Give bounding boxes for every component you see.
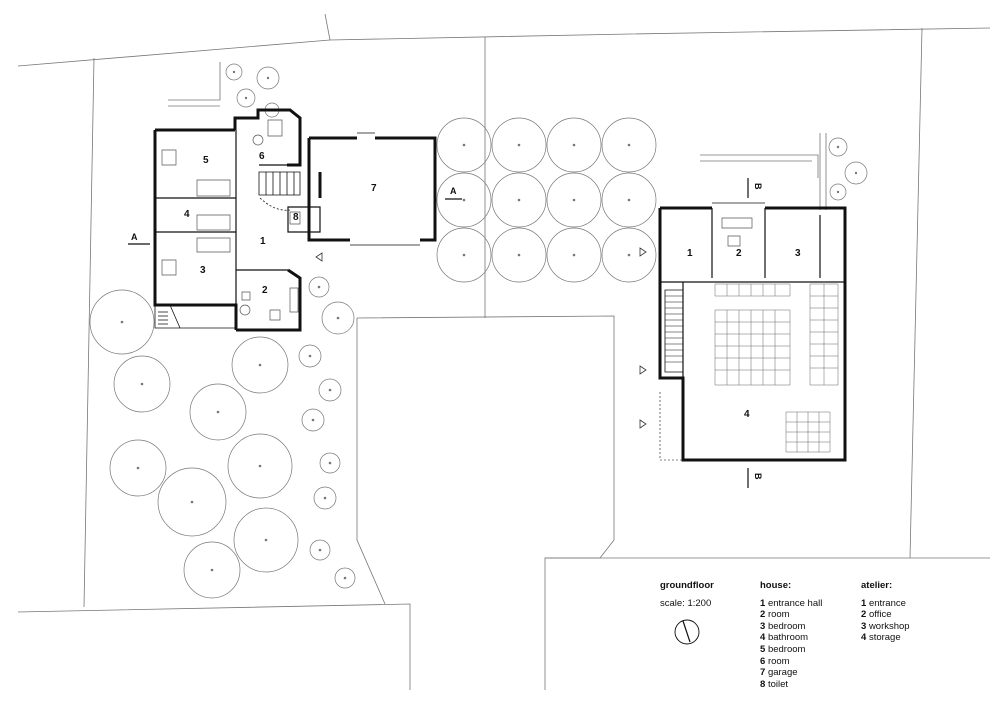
- legend-atelier: atelier: 1 entrance 2 office 3 workshop …: [861, 580, 910, 644]
- legend-house: house: 1 entrance hall 2 room 3 bedroom …: [760, 580, 822, 690]
- atelier-room-number-3: 3: [795, 248, 801, 259]
- trees: [89, 63, 868, 599]
- house-room-number-2: 2: [262, 285, 268, 296]
- floor-tiles: [714, 283, 839, 453]
- legend-atelier-item: 4 storage: [861, 632, 901, 644]
- legend-house-item: 2 room: [760, 609, 790, 621]
- north-arrow-icon: [674, 619, 700, 645]
- atelier-room-number-4: 4: [744, 409, 750, 420]
- house-room-number-5: 5: [203, 155, 209, 166]
- section-label-a-right: A: [450, 186, 457, 196]
- legend-atelier-item: 3 workshop: [861, 620, 910, 632]
- legend-house-item: 6 room: [760, 655, 790, 667]
- house-room-number-7: 7: [371, 183, 377, 194]
- section-label-a-left: A: [131, 232, 138, 242]
- legend-house-heading: house:: [760, 580, 792, 591]
- legend-atelier-item: 2 office: [861, 609, 892, 621]
- drawing-title: groundfloor: [660, 580, 714, 591]
- house-room-number-4: 4: [184, 209, 190, 220]
- entrance-arrows: [315, 247, 647, 429]
- section-label-b-top: B: [753, 183, 763, 190]
- legend-atelier-heading: atelier:: [861, 580, 893, 591]
- house-plan: [153, 108, 437, 332]
- legend-house-item: 4 bathroom: [760, 632, 809, 644]
- section-label-b-bottom: B: [753, 473, 763, 480]
- house-room-number-8: 8: [293, 212, 299, 223]
- legend-title-block: groundfloor scale: 1:200: [660, 580, 714, 609]
- house-room-number-6: 6: [259, 151, 265, 162]
- atelier-plan: [658, 202, 847, 462]
- legend-house-item: 7 garage: [760, 667, 798, 679]
- house-room-number-3: 3: [200, 265, 206, 276]
- house-room-number-1: 1: [260, 236, 266, 247]
- atelier-room-number-1: 1: [687, 248, 693, 259]
- legend-house-item: 3 bedroom: [760, 620, 806, 632]
- property-lines: [17, 13, 991, 690]
- legend-house-item: 5 bedroom: [760, 643, 806, 655]
- legend-house-item: 1 entrance hall: [760, 597, 823, 609]
- drawing-scale: scale: 1:200: [660, 597, 712, 609]
- tree-centers: [120, 70, 858, 580]
- legend-atelier-item: 1 entrance: [861, 597, 906, 609]
- legend-house-item: 8 toilet: [760, 678, 789, 690]
- section-markers: [128, 178, 749, 488]
- atelier-room-number-2: 2: [736, 248, 742, 259]
